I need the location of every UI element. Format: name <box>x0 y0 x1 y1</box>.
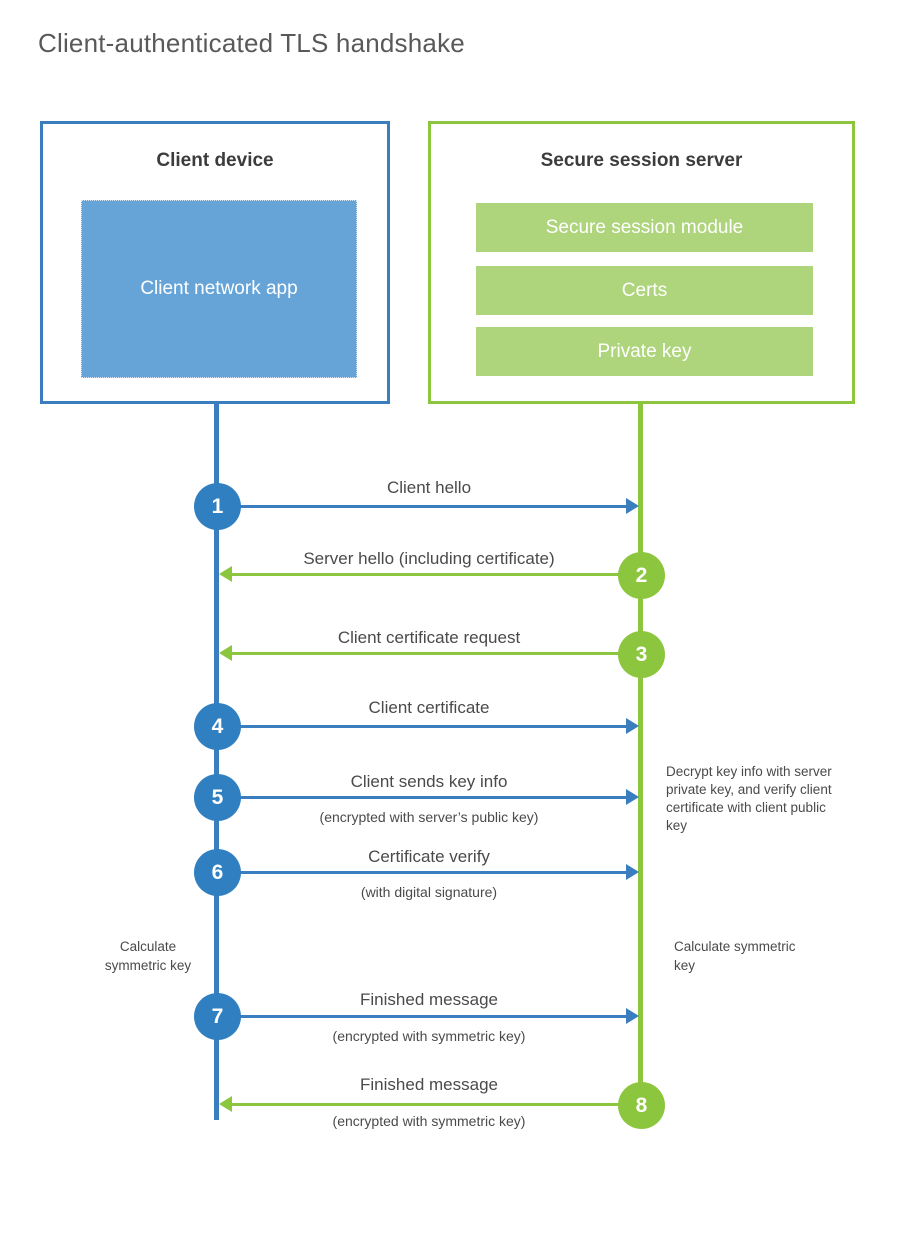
secure-session-server-title: Secure session server <box>540 150 743 171</box>
step-2-label: Server hello (including certificate) <box>303 549 555 568</box>
step-4-label: Client certificate <box>368 698 490 717</box>
step-2-arrow-head <box>219 566 232 582</box>
step-3-arrow-line <box>232 652 642 655</box>
step-3-arrow-head <box>219 645 232 661</box>
step-1-marker[interactable]: 1 <box>194 483 241 530</box>
server-component-label: Secure session module <box>545 216 744 238</box>
server-component-label: Private key <box>597 340 692 362</box>
server-component-certs: Certs <box>476 266 813 315</box>
client-network-app-block: Client network app <box>81 200 357 378</box>
step-5-label: Client sends key info <box>350 772 508 791</box>
step-5-arrow-line <box>219 796 629 799</box>
step-8-marker[interactable]: 8 <box>618 1082 665 1129</box>
secure-session-server-box: Secure session server Secure session mod… <box>428 121 855 404</box>
client-device-box: Client device Client network app <box>40 121 390 404</box>
step-3-marker[interactable]: 3 <box>618 631 665 678</box>
step-5-marker[interactable]: 5 <box>194 774 241 821</box>
client-calculate-symmetric-key-note: Calculate symmetric key <box>104 939 192 973</box>
step-8-arrow-line <box>232 1103 642 1106</box>
step-8-sublabel: (encrypted with symmetric key) <box>332 1113 526 1129</box>
step-2-arrow-line <box>232 573 642 576</box>
step-7-marker[interactable]: 7 <box>194 993 241 1040</box>
server-component-private-key: Private key <box>476 327 813 376</box>
server-component-label: Certs <box>621 279 668 301</box>
server-component-secure-session-module: Secure session module <box>476 203 813 252</box>
step-7-arrow-head <box>626 1008 639 1024</box>
step-5-sublabel: (encrypted with server’s public key) <box>319 809 539 825</box>
step-6-arrow-line <box>219 871 629 874</box>
page-title: Client-authenticated TLS handshake <box>38 28 465 58</box>
step-4-arrow-head <box>626 718 639 734</box>
step-6-label: Certificate verify <box>368 847 490 866</box>
step-1-arrow-head <box>626 498 639 514</box>
server-lifeline <box>638 404 643 1106</box>
step-8-label: Finished message <box>360 1075 498 1094</box>
step-5-arrow-head <box>626 789 639 805</box>
step-4-marker[interactable]: 4 <box>194 703 241 750</box>
step-3-label: Client certificate request <box>337 628 521 647</box>
step-6-sublabel: (with digital signature) <box>360 884 498 900</box>
step-7-label: Finished message <box>360 990 498 1009</box>
server-decrypt-note: Decrypt key info with server private key… <box>666 764 832 833</box>
step-7-sublabel: (encrypted with symmetric key) <box>332 1028 526 1044</box>
step-1-label: Client hello <box>386 478 472 497</box>
step-6-arrow-head <box>626 864 639 880</box>
client-network-app-label: Client network app <box>140 278 298 299</box>
client-device-title: Client device <box>156 150 274 171</box>
client-lifeline <box>214 404 219 1120</box>
step-1-arrow-line <box>219 505 629 508</box>
step-6-marker[interactable]: 6 <box>194 849 241 896</box>
step-7-arrow-line <box>219 1015 629 1018</box>
step-8-arrow-head <box>219 1096 232 1112</box>
step-4-arrow-line <box>219 725 629 728</box>
server-calculate-symmetric-key-note: Calculate symmetric key <box>674 939 796 973</box>
step-2-marker[interactable]: 2 <box>618 552 665 599</box>
